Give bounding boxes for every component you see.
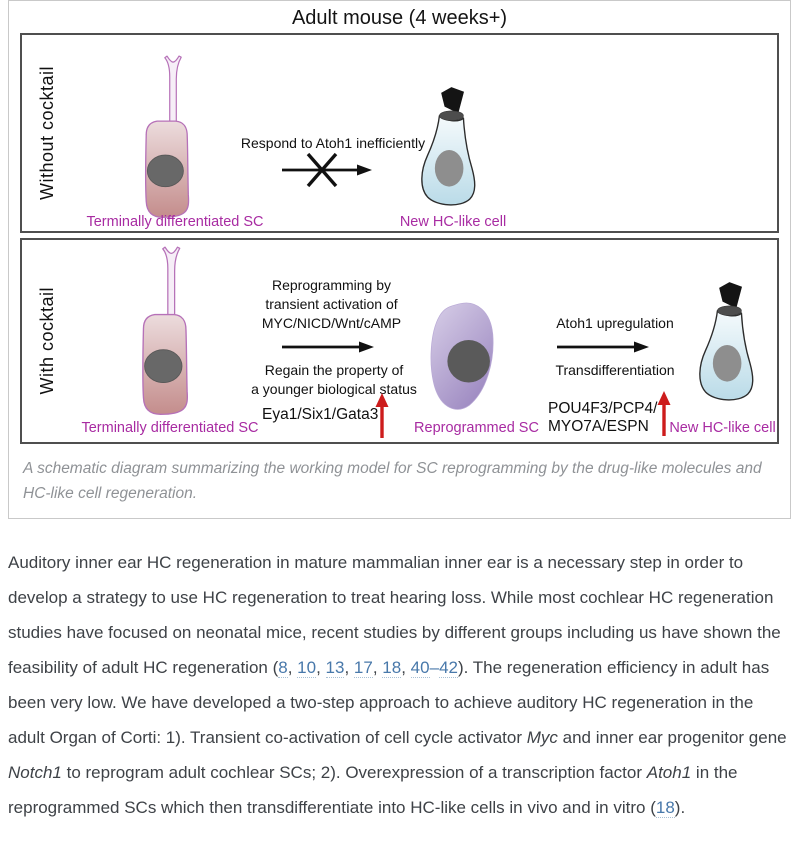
citation-link[interactable]: 18	[655, 798, 675, 818]
figure-container: Adult mouse (4 weeks+) Without cocktail …	[8, 0, 791, 519]
citation-link[interactable]: 8	[278, 658, 288, 678]
paragraph-text: in the reprogrammed SCs which then trans…	[8, 763, 738, 817]
reprogrammed-cell-drawing	[430, 302, 494, 410]
sc-cell-label: Terminally differentiated SC	[86, 214, 264, 230]
citation-link[interactable]: 40	[410, 658, 430, 678]
blocked-arrow-label: Respond to Atoh1 inefficiently	[240, 135, 426, 151]
citation-link[interactable]: 13	[325, 658, 345, 678]
citation-link[interactable]: 18	[382, 658, 402, 678]
citation-link[interactable]: 10	[297, 658, 317, 678]
hc-cell-drawing	[421, 87, 476, 206]
panel-without-cocktail: Without cocktail Terminally differentiat…	[20, 33, 779, 233]
paragraph-text: Atoh1	[646, 763, 692, 782]
hc-cell-label: New HC-like cell	[669, 420, 776, 436]
panel2-side-label: With cocktail	[36, 287, 57, 395]
paragraph-text: ). The regeneration efficiency in adult …	[8, 658, 770, 747]
paragraph-text: ).	[674, 798, 686, 817]
step2-genes-label: POU4F3/PCP4/ MYO7A/ESPN	[548, 400, 658, 435]
paragraph-text: Auditory inner ear HC regeneration in ma…	[8, 553, 781, 677]
sc-cell-drawing	[142, 246, 189, 415]
paragraph-text: Myc	[526, 728, 558, 747]
citation-link[interactable]: 17	[353, 658, 373, 678]
up-arrow-icon	[657, 391, 671, 436]
figure-caption: A schematic diagram summarizing the work…	[23, 460, 762, 502]
up-arrow-icon	[375, 393, 389, 438]
reprogrammed-cell-label: Reprogrammed SC	[414, 420, 539, 436]
panel1-side-label: Without cocktail	[36, 65, 57, 201]
step1-genes-label: Eya1/Six1/Gata3	[262, 406, 379, 423]
panel-with-cocktail: With cocktail Terminally differentiated …	[20, 238, 779, 444]
hc-cell-label: New HC-like cell	[399, 214, 507, 230]
citation-link[interactable]: 42	[439, 658, 458, 678]
paragraph-text: ,	[344, 658, 354, 677]
paragraph-text: ,	[372, 658, 383, 677]
figure-title: Adult mouse (4 weeks+)	[291, 7, 508, 29]
paragraph-text: ,	[401, 658, 411, 677]
sc-cell-drawing	[144, 55, 190, 219]
paragraph-text: ,	[316, 658, 326, 677]
step1-top-text: Reprogramming by transient activation of…	[261, 277, 402, 331]
body-paragraph: Auditory inner ear HC regeneration in ma…	[8, 545, 792, 825]
paragraph-text: Notch1	[8, 763, 62, 782]
paragraph-text: to reprogram adult cochlear SCs; 2). Ove…	[61, 763, 647, 782]
step2-bottom-text: Transdifferentiation	[555, 362, 675, 378]
paragraph-text: ,	[287, 658, 298, 677]
paragraph-text: –	[429, 658, 440, 677]
hc-cell-drawing	[699, 282, 754, 401]
sc-cell-label: Terminally differentiated SC	[81, 420, 259, 436]
arrow-blocked-icon	[282, 152, 372, 188]
step2-top-text: Atoh1 upregulation	[556, 315, 674, 331]
paragraph-text: and inner ear progenitor gene	[557, 728, 787, 747]
step1-bottom-text: Regain the property of a younger biologi…	[251, 362, 417, 397]
arrow-right-icon	[557, 341, 649, 353]
arrow-right-icon	[282, 341, 374, 353]
